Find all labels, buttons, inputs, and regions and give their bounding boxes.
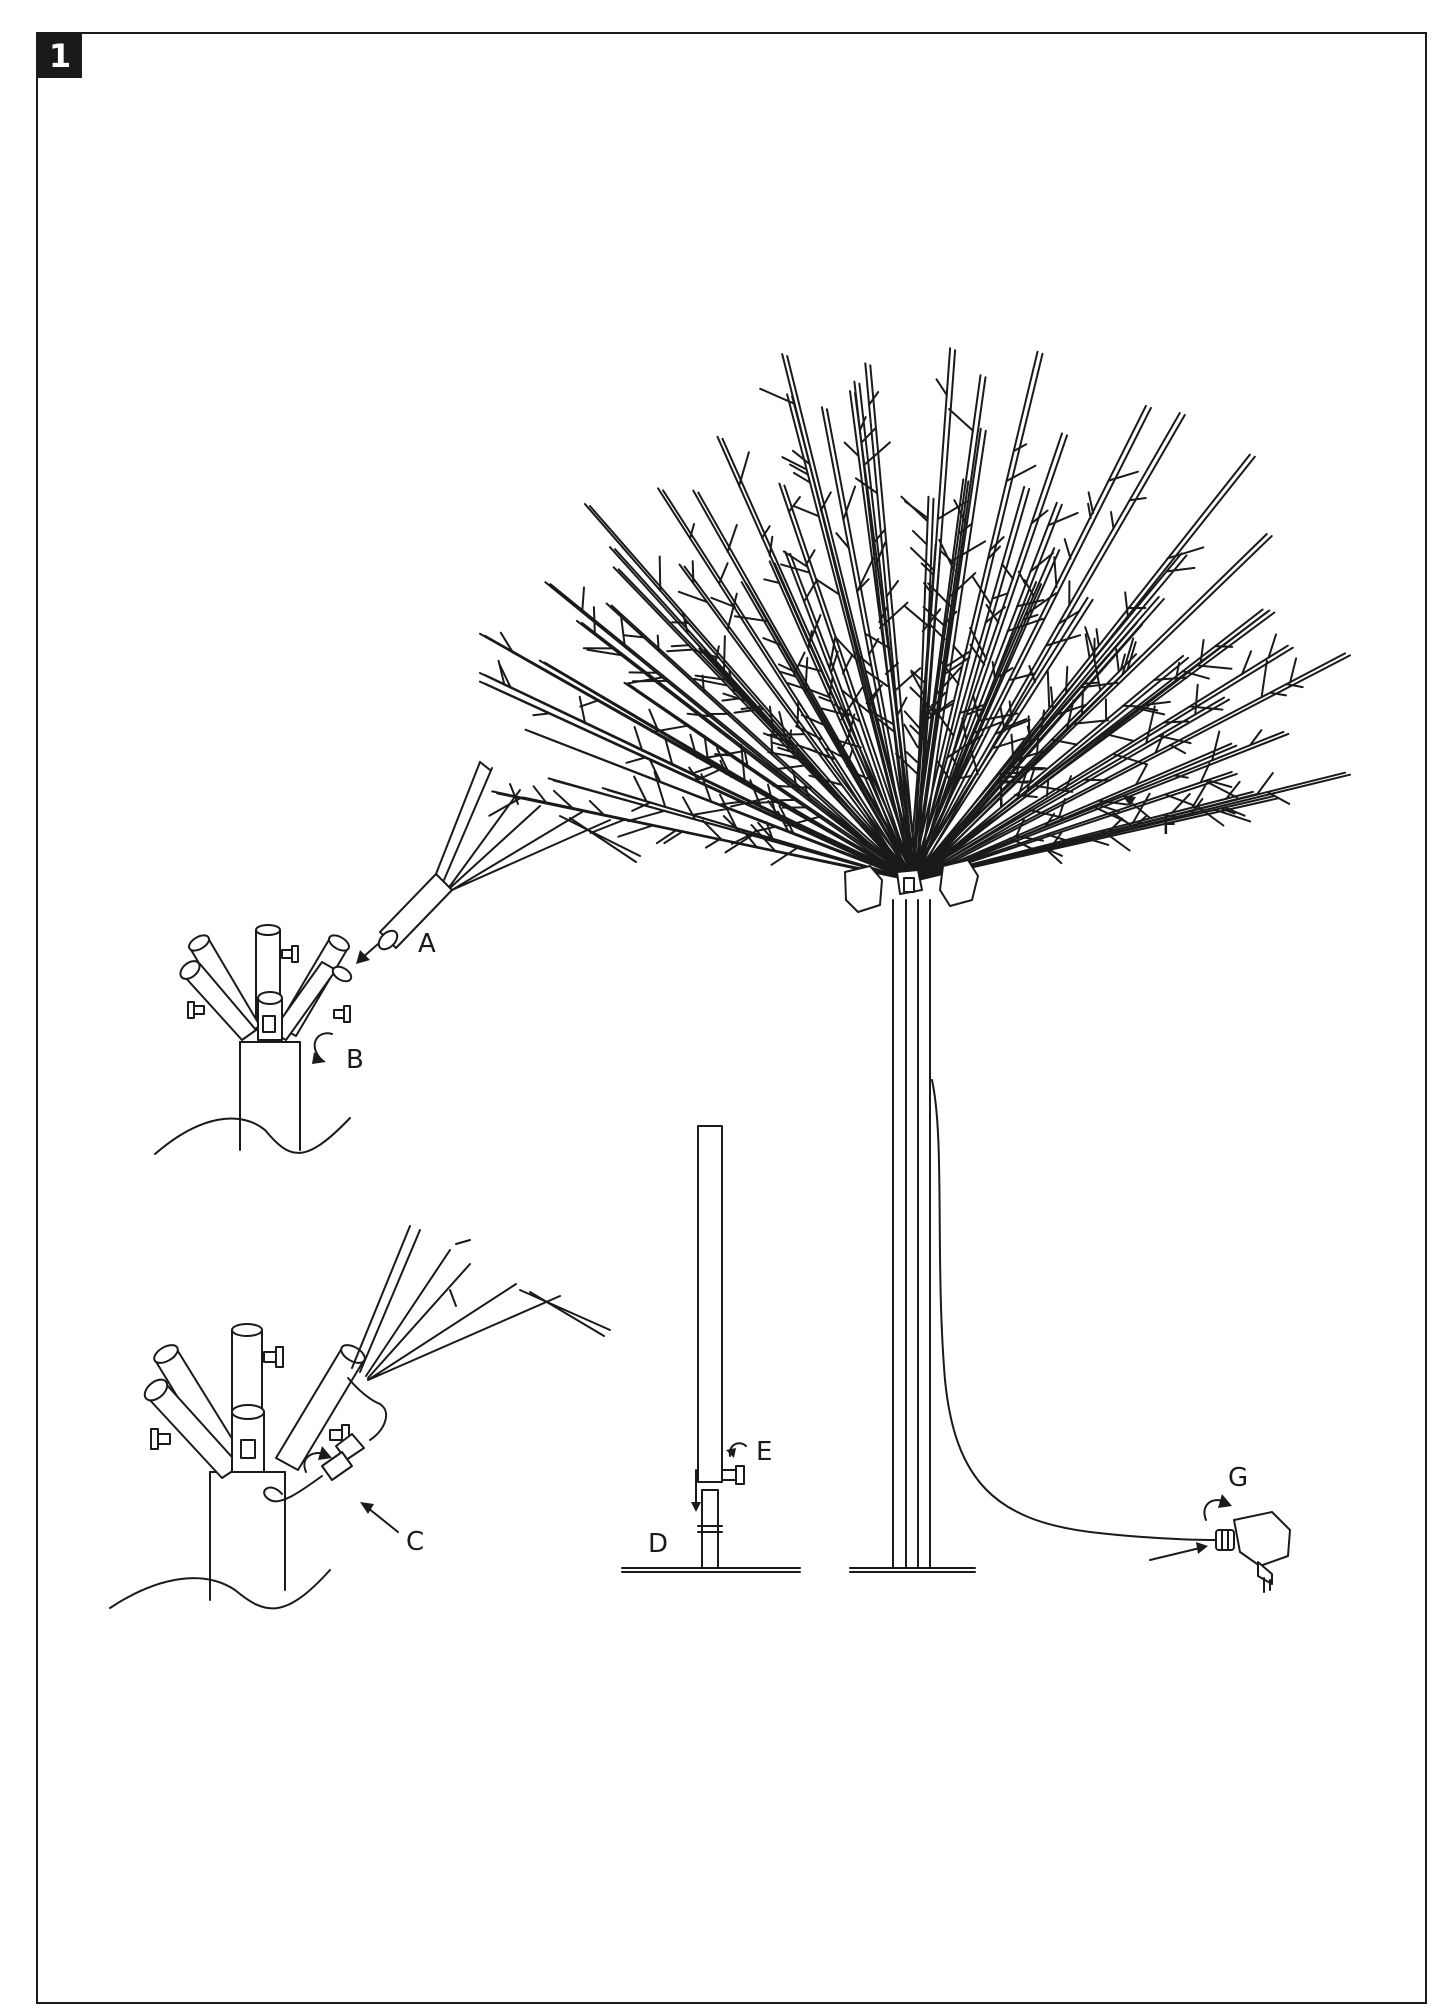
label-a: A: [418, 929, 436, 959]
insert-arrow-a: [356, 943, 379, 964]
rotate-arrow-e: [726, 1442, 747, 1458]
power-cable: [931, 1079, 1216, 1541]
plug-in-arrow: [1149, 1542, 1208, 1561]
label-f-pointer: [1122, 795, 1151, 819]
detail-branch-insert: [154, 761, 641, 1155]
tree-trunk: [892, 899, 931, 1569]
label-c: C: [406, 1527, 424, 1557]
power-adapter: [1215, 1511, 1291, 1593]
label-b: B: [346, 1045, 364, 1075]
tree-crown: [479, 347, 1351, 881]
detail-cable-connection: [109, 1225, 611, 1610]
label-g: G: [1228, 1463, 1248, 1493]
insert-down-arrow: [691, 1469, 701, 1512]
rotate-arrow-g: [1203, 1494, 1232, 1521]
figure-number-badge: 1: [38, 34, 82, 78]
tree-illustration: [479, 347, 1351, 1573]
rotate-arrow-c: [303, 1446, 332, 1473]
pole-and-stand: [621, 1125, 801, 1573]
label-d: D: [648, 1529, 668, 1559]
label-f: F: [1162, 811, 1177, 841]
figure-frame: [36, 32, 1427, 2004]
tree-base-plate: [849, 1567, 976, 1573]
rotate-arrow-b: [312, 1032, 333, 1064]
label-e: E: [756, 1437, 772, 1467]
crown-connectors: [844, 859, 979, 913]
pointer-arrow-c: [360, 1502, 399, 1533]
